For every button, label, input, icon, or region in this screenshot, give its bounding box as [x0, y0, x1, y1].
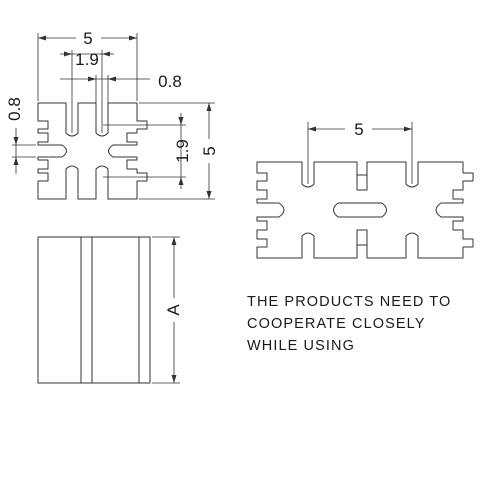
dim-right-pitch-label: 1.9 [173, 139, 192, 163]
dim-slot-spacing-label: 1.9 [75, 50, 99, 69]
assembly-center-slot [333, 202, 387, 218]
dim-top-width-arrow-left [38, 35, 46, 41]
assembly-joint-top [356, 175, 368, 191]
single-heatsink-view: 5 1.9 0.8 0.8 1.9 5 [5, 29, 219, 200]
dim-top-width-arrow-right [129, 35, 137, 41]
dim-pair-pitch-label: 5 [354, 120, 363, 139]
dim-right-height-arrow-top [206, 103, 212, 111]
assembly-joint-bottom [356, 229, 368, 245]
dim-slot-width-arrow-left [88, 76, 96, 82]
assembly-view: 5 [256, 120, 474, 259]
note-line-1: THE PRODUCTS NEED TO [247, 294, 451, 310]
dim-right-pitch-arrow-bottom [178, 177, 184, 185]
dim-slot-spacing-arrow-left [64, 51, 72, 57]
dim-length-label: A [164, 304, 183, 316]
dim-slot-width-label: 0.8 [158, 72, 182, 91]
dim-left-thickness-label: 0.8 [5, 97, 24, 121]
dim-length-arrow-bottom [171, 375, 177, 383]
dim-pair-pitch-arrow-right [404, 126, 412, 132]
dim-left-thickness-arrow-bottom [13, 157, 19, 165]
dim-right-height-arrow-bottom [206, 191, 212, 199]
note: THE PRODUCTS NEED TO COOPERATE CLOSELY W… [247, 294, 451, 354]
dim-top-width-label: 5 [83, 29, 92, 48]
single-heatsink-outline [37, 102, 148, 200]
dim-pair-pitch-arrow-left [308, 126, 316, 132]
dim-slot-width-arrow-right [108, 76, 116, 82]
dim-length-arrow-top [171, 237, 177, 245]
side-view: A [37, 236, 183, 384]
assembly-outline [256, 161, 474, 259]
note-line-3: WHILE USING [247, 338, 355, 354]
dim-left-thickness-arrow-top [13, 137, 19, 145]
dim-right-pitch-arrow-top [178, 117, 184, 125]
note-line-2: COOPERATE CLOSELY [247, 316, 426, 332]
side-view-outline [37, 236, 151, 384]
dim-right-height-label: 5 [200, 146, 219, 155]
dim-slot-spacing-arrow-right [102, 51, 110, 57]
